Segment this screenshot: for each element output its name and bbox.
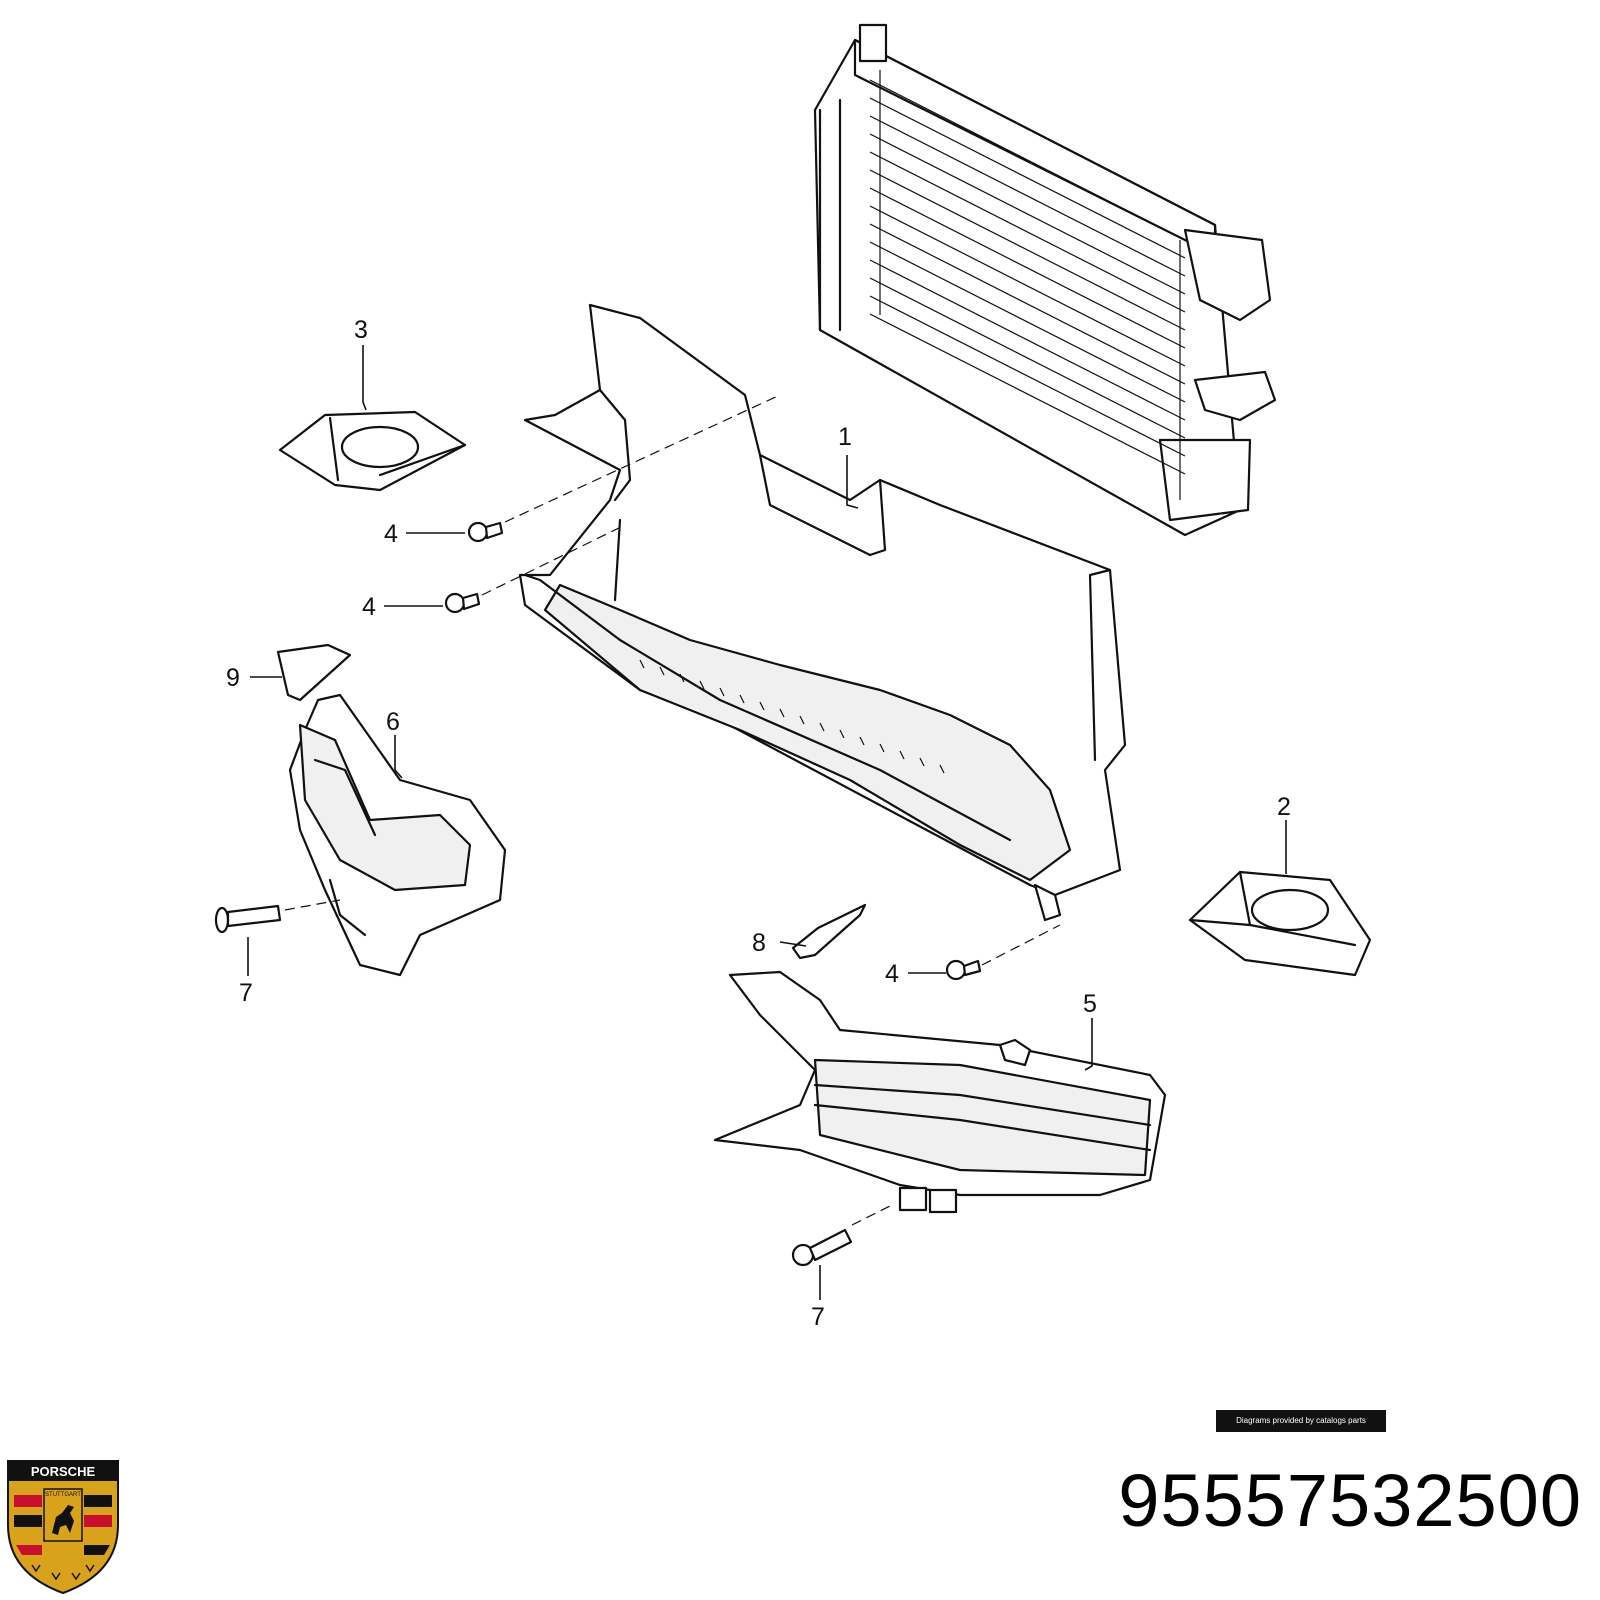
radiator-part <box>813 23 1277 537</box>
callout-6: 6 <box>386 708 400 736</box>
clip-part-8 <box>791 903 867 960</box>
crest-wordmark: PORSCHE <box>31 1464 96 1479</box>
callout-2: 2 <box>1277 793 1291 821</box>
leader-lines <box>247 345 1287 1300</box>
part-number: 95557532500 <box>1118 1459 1582 1542</box>
screw-part-7-b <box>791 1228 853 1267</box>
porsche-crest-icon: PORSCHE STUTTGART <box>7 1460 119 1595</box>
screw-part-4-b <box>444 592 481 614</box>
callout-1: 1 <box>838 423 852 451</box>
duct-slots <box>639 659 945 774</box>
screw-part-7-a <box>214 904 282 934</box>
radiator-fins <box>869 70 1186 500</box>
crest-city: STUTTGART <box>45 1492 81 1498</box>
callout-3: 3 <box>354 316 368 344</box>
bracket-part-2 <box>1188 870 1372 977</box>
diagram-credit: Diagrams provided by catalogs parts <box>1216 1410 1386 1432</box>
air-guide-part-6 <box>288 693 507 977</box>
callout-4-c: 4 <box>885 960 899 988</box>
air-duct-part <box>518 303 1127 922</box>
screw-part-4-a <box>467 521 504 543</box>
callout-5: 5 <box>1083 990 1097 1018</box>
cover-part-9 <box>276 643 352 702</box>
callout-7-a: 7 <box>239 979 253 1007</box>
bracket-part-3 <box>278 410 467 492</box>
callout-8: 8 <box>752 929 766 957</box>
callout-7-b: 7 <box>811 1303 825 1331</box>
callout-9: 9 <box>226 664 240 692</box>
callout-4-a: 4 <box>384 520 398 548</box>
callout-4-b: 4 <box>362 593 376 621</box>
screw-part-4-c <box>945 959 982 981</box>
assembly-dashed-lines <box>284 394 1061 1226</box>
deflector-part-5 <box>713 970 1167 1214</box>
